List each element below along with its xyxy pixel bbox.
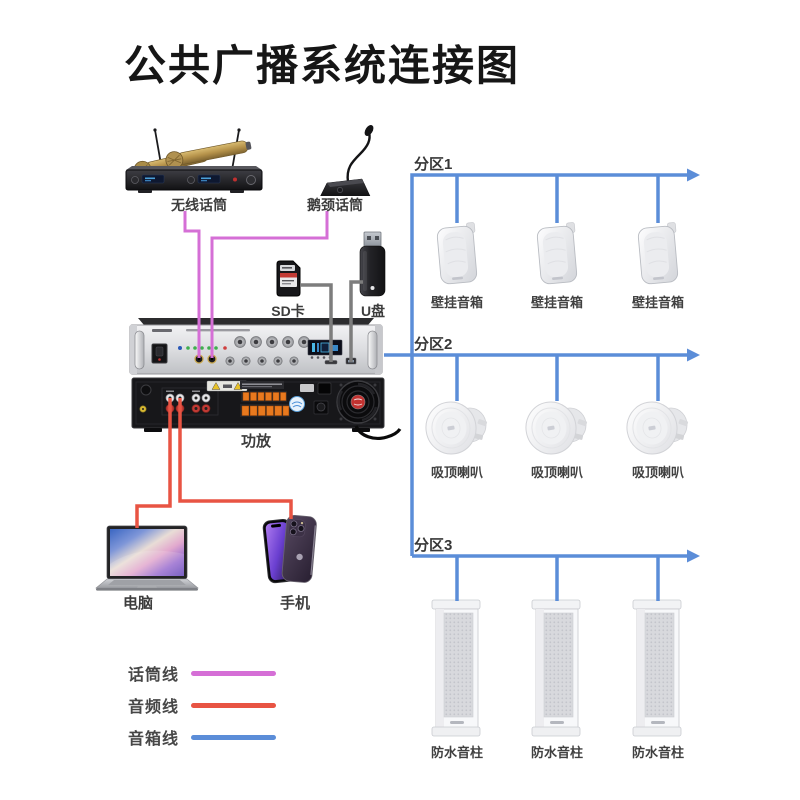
bluetooth-led-icon	[178, 346, 182, 350]
wireless-mic-image	[125, 128, 263, 193]
wall-speaker-label: 壁挂音箱	[631, 295, 684, 310]
zone1-arrow-icon	[687, 168, 700, 182]
rack-handle-icon	[367, 330, 378, 370]
sd-card-image	[276, 260, 301, 297]
phone-label: 手机	[279, 595, 310, 612]
legend-label: 音箱线	[128, 731, 180, 748]
fan-icon	[336, 380, 380, 424]
column-speaker-image	[429, 597, 485, 739]
usb-drive-label: U盘	[360, 303, 386, 319]
handheld-mic-icon	[165, 140, 252, 170]
wall-speaker-label: 壁挂音箱	[530, 295, 583, 310]
wall-speaker-image	[632, 221, 684, 291]
zone3-arrow-icon	[687, 549, 700, 563]
zone2-label: 分区2	[414, 336, 453, 353]
zone2-arrow-icon	[687, 348, 700, 362]
column-speaker-label: 防水音柱	[530, 745, 583, 760]
zone3-label: 分区3	[414, 537, 453, 554]
gooseneck-mic-label: 鹅颈话筒	[307, 197, 363, 213]
column-speaker-label: 防水音柱	[631, 745, 684, 760]
zone3-drops	[455, 557, 660, 601]
ceiling-speaker-label: 吸顶喇叭	[430, 465, 483, 480]
ceiling-speaker-label: 吸顶喇叭	[530, 465, 583, 480]
usb-drive-image	[359, 231, 386, 297]
page-title: 公共广播系统连接图	[124, 42, 521, 89]
sd-card-label: SD卡	[271, 303, 305, 319]
gooseneck-mic-image	[320, 125, 374, 196]
ceiling-speaker-label: 吸顶喇叭	[631, 465, 684, 480]
computer-label: 电脑	[122, 595, 153, 612]
ceiling-speaker-image	[625, 397, 691, 459]
rack-handle-icon	[134, 330, 145, 370]
speaker-line-swatch	[191, 734, 277, 740]
mic-line-swatch	[191, 670, 277, 676]
phone-image	[262, 515, 317, 584]
warning-label-icon	[206, 380, 248, 392]
amplifier-label: 功放	[240, 433, 271, 450]
brand-sticker-icon	[289, 396, 305, 412]
amplifier-front-panel	[129, 318, 383, 375]
wireless-mic-label: 无线话筒	[171, 197, 227, 213]
wall-speaker-label: 壁挂音箱	[430, 295, 483, 310]
zone2-drops	[455, 356, 660, 401]
speaker-terminals	[240, 391, 290, 417]
wall-speaker-image	[431, 221, 483, 291]
sd-card-slot	[324, 360, 338, 365]
audio-line-swatch	[191, 702, 277, 708]
column-speaker-image	[529, 597, 585, 739]
ceiling-speaker-image	[424, 397, 490, 459]
zone1-label: 分区1	[414, 156, 453, 173]
computer-image	[95, 525, 199, 591]
legend-label: 话筒线	[128, 667, 180, 684]
arrowheads	[687, 168, 700, 563]
legend-item-speaker-line: 音箱线	[128, 727, 277, 748]
column-speaker-image	[630, 597, 686, 739]
wall-speaker-image	[531, 221, 583, 291]
power-cord	[354, 425, 402, 440]
zone1-drops	[455, 176, 660, 223]
ceiling-speaker-image	[524, 397, 590, 459]
legend-item-audio-line: 音频线	[128, 695, 277, 716]
legend-item-mic-line: 话筒线	[128, 663, 277, 684]
column-speaker-label: 防水音柱	[430, 745, 483, 760]
legend-label: 音频线	[128, 699, 180, 716]
